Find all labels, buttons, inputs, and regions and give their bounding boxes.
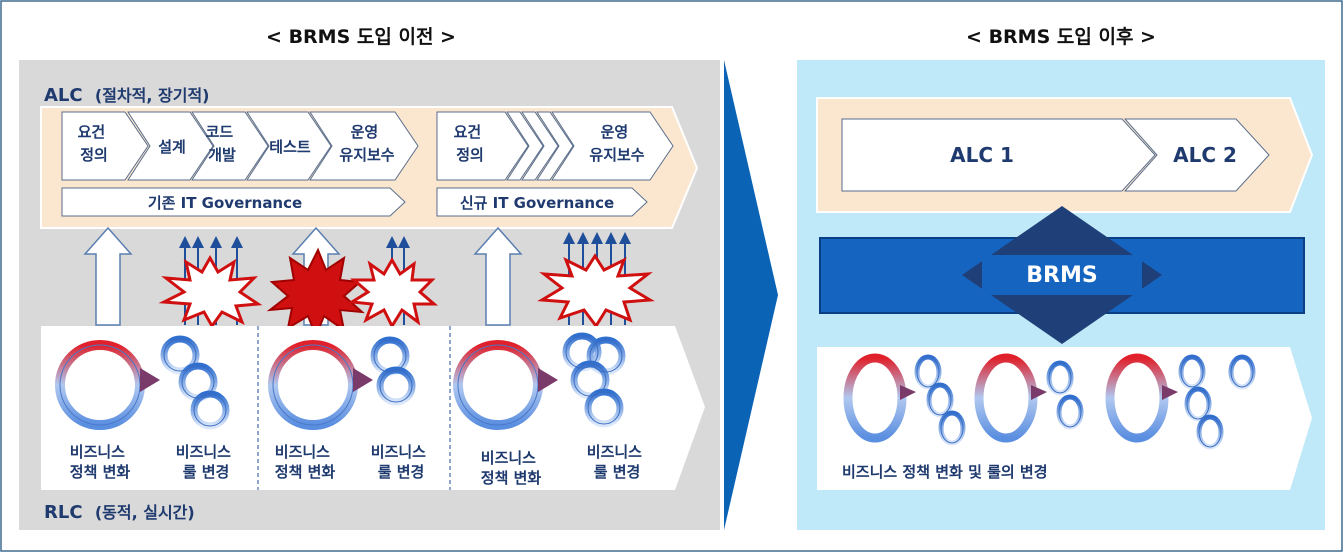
step-operation-a: 운영 유지보수 <box>339 123 394 164</box>
brms-label-box <box>982 255 1142 295</box>
rlc-item-policy-2: 비즈니스 정책 변화 <box>275 443 336 481</box>
gov-new-label: 신규 IT Governance <box>460 194 614 212</box>
cycle-icons-before <box>55 332 626 430</box>
policy-cycle-icon-after-1 <box>843 353 916 443</box>
brms-label: BRMS <box>1026 263 1097 288</box>
policy-cycle-icon-after-2 <box>974 353 1047 443</box>
rlc-heading: RLC (동적, 실시간) <box>44 502 195 523</box>
gov-existing-label: 기존 IT Governance <box>148 194 302 212</box>
policy-cycle-icon-1 <box>55 340 160 430</box>
after-title: < BRMS 도입 이후 > <box>966 26 1156 48</box>
step-requirement-a: 요건 정의 <box>78 123 111 164</box>
alc1-label: ALC 1 <box>950 143 1014 167</box>
step-design: 설계 <box>158 138 186 156</box>
alc2-label: ALC 2 <box>1173 143 1237 167</box>
alc-heading: ALC (절차적, 장기적) <box>44 85 210 106</box>
rule-cycle-outlines <box>163 335 623 427</box>
rlc-item-rule-3: 비즈니스 룰 변경 <box>587 443 647 481</box>
process-chevrons-a <box>61 111 419 181</box>
cycle-icons-after <box>843 353 1256 450</box>
before-title: < BRMS 도입 이전 > <box>266 26 456 48</box>
after-caption: 비즈니스 정책 변화 및 룰의 변경 <box>842 463 1048 481</box>
step-code-dev: 코드 개발 <box>206 123 239 164</box>
transition-arrow <box>724 60 778 530</box>
alc2-chevron <box>1123 118 1270 192</box>
policy-cycle-icon-2 <box>268 340 373 430</box>
process-chevrons-b <box>436 111 674 181</box>
rlc-item-rule-2: 비즈니스 룰 변경 <box>371 443 431 481</box>
rlc-item-policy-1: 비즈니스 정책 변화 <box>70 443 131 481</box>
policy-cycle-icon-3 <box>453 340 558 430</box>
step-requirement-b: 요건 정의 <box>454 123 487 164</box>
alc1-chevron <box>841 118 1156 192</box>
policy-cycle-icon-after-3 <box>1105 353 1178 443</box>
gov-existing-chevron <box>61 187 406 217</box>
rlc-item-policy-3: 비즈니스 정책 변화 <box>481 449 542 487</box>
step-operation-b: 운영 유지보수 <box>589 123 644 164</box>
rlc-item-rule-1: 비즈니스 룰 변경 <box>176 443 236 481</box>
step-test: 테스트 <box>269 138 311 156</box>
gov-new-chevron <box>436 187 648 217</box>
